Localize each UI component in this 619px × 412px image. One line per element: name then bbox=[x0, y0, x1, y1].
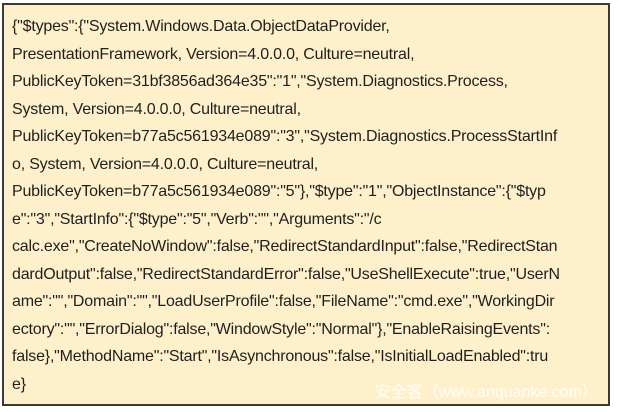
code-line: false},"MethodName":"Start","IsAsynchron… bbox=[12, 348, 549, 365]
code-line: e} bbox=[12, 375, 26, 393]
code-line: dardOutput":false,"RedirectStandardError… bbox=[12, 265, 560, 283]
code-line: ame":"","Domain":"","LoadUserProfile":fa… bbox=[12, 293, 555, 310]
code-line: PublicKeyToken=b77a5c561934e089":"3","Sy… bbox=[12, 128, 558, 145]
code-lines: {"$types":{"System.Windows.Data.ObjectDa… bbox=[4, 5, 608, 398]
code-line: System, Version=4.0.0.0, Culture=neutral… bbox=[12, 100, 301, 118]
code-line: {"$types":{"System.Windows.Data.ObjectDa… bbox=[12, 18, 390, 35]
json-payload-box: {"$types":{"System.Windows.Data.ObjectDa… bbox=[2, 3, 610, 406]
code-line: PublicKeyToken=31bf3856ad364e35":"1","Sy… bbox=[12, 73, 508, 90]
code-line: PresentationFramework, Version=4.0.0.0, … bbox=[12, 45, 415, 63]
code-line: e":"3","StartInfo":{"$type":"5","Verb":"… bbox=[12, 210, 382, 228]
code-line: calc.exe","CreateNoWindow":false,"Redire… bbox=[12, 238, 558, 255]
code-line: ectory":"","ErrorDialog":false,"WindowSt… bbox=[12, 320, 550, 338]
code-line: PublicKeyToken=b77a5c561934e089":"5"},"$… bbox=[12, 183, 546, 200]
code-line: o, System, Version=4.0.0.0, Culture=neut… bbox=[12, 155, 319, 173]
